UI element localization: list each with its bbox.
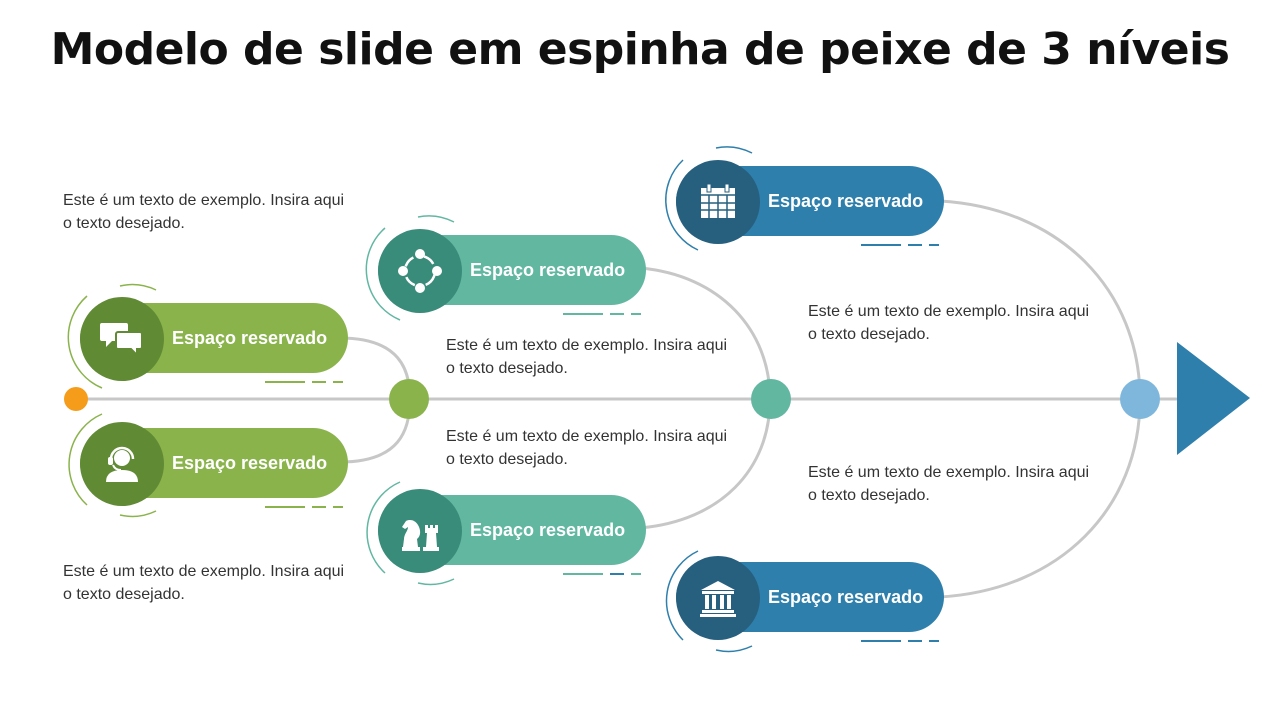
placeholder-pill-label: Espaço reservado — [470, 259, 626, 280]
headset-support-icon — [106, 446, 138, 482]
description-text-2: Este é um texto de exemplo. Insira aqui … — [63, 563, 345, 603]
badge-arc-decoration-2 — [68, 413, 157, 518]
badge-arc-decoration-4 — [366, 481, 455, 586]
description-text-6: Este é um texto de exemplo. Insira aqui … — [808, 464, 1090, 504]
connector-level3-bottom — [939, 398, 1142, 599]
placeholder-pill-label: Espaço reservado — [172, 452, 328, 473]
slide-title: Modelo de slide em espinha de peixe de 3… — [50, 24, 1230, 75]
chess-pieces-icon — [402, 520, 439, 551]
badge-chess — [378, 489, 462, 573]
level2-junction-dot — [751, 379, 791, 419]
placeholder-pill-label: Espaço reservado — [172, 327, 328, 348]
badge-arc-decoration-5 — [665, 146, 753, 251]
badge-bank — [676, 556, 760, 640]
badge-arc-decoration-3 — [365, 215, 455, 321]
description-text-4: Este é um texto de exemplo. Insira aqui … — [446, 428, 728, 468]
calendar-icon — [701, 183, 735, 218]
placeholder-pill-label: Espaço reservado — [768, 586, 924, 607]
description-text-1: Este é um texto de exemplo. Insira aqui … — [63, 192, 345, 232]
badge-chat — [80, 297, 164, 381]
placeholder-pill-label: Espaço reservado — [768, 190, 924, 211]
placeholder-pill-label: Espaço reservado — [470, 519, 626, 540]
chat-bubbles-icon — [100, 323, 143, 358]
bank-building-icon — [700, 581, 736, 617]
connector-level2-bottom — [639, 398, 772, 530]
level1-junction-dot — [389, 379, 429, 419]
arrow-head — [1177, 342, 1250, 455]
description-text-3: Este é um texto de exemplo. Insira aqui … — [446, 337, 728, 377]
network-nodes-icon — [398, 249, 442, 293]
badge-support — [80, 422, 164, 506]
connector-level2-top — [639, 266, 772, 400]
badge-arc-decoration-6 — [665, 550, 753, 653]
badge-arc-decoration-1 — [67, 283, 157, 389]
badge-network — [378, 229, 462, 313]
connector-level3-top — [939, 199, 1142, 400]
badge-calendar — [676, 160, 760, 244]
level3-junction-dot — [1120, 379, 1160, 419]
description-text-5: Este é um texto de exemplo. Insira aqui … — [808, 303, 1090, 343]
start-dot — [64, 387, 88, 411]
